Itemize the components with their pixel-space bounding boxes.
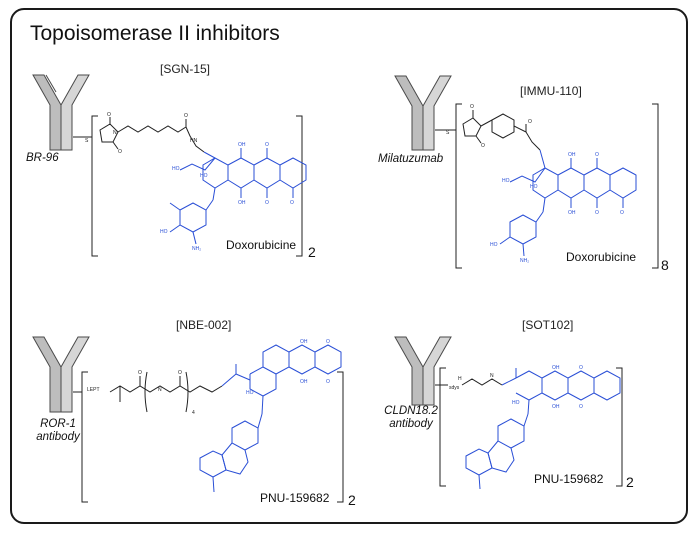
- drug-label-nbe002: PNU-159682: [260, 491, 330, 505]
- svg-text:OH: OH: [552, 365, 560, 371]
- svg-text:HN: HN: [190, 138, 198, 144]
- svg-text:OH: OH: [238, 142, 246, 148]
- antibody-label-cldn182: CLDN18.2 antibody: [384, 405, 438, 430]
- svg-text:O: O: [265, 200, 269, 206]
- pnu159682-structure: [199, 344, 342, 493]
- conjugate-code-sot102: [SOT102]: [522, 318, 574, 332]
- pnu159682-structure: [465, 368, 621, 490]
- svg-text:O: O: [620, 210, 624, 216]
- dar-subscript-immu110: 8: [661, 257, 669, 273]
- drug-label-sot102: PNU-159682: [534, 472, 604, 486]
- conjugate-code-nbe002: [NBE-002]: [176, 318, 232, 332]
- svg-text:S: S: [446, 130, 450, 136]
- svg-text:O: O: [481, 143, 485, 149]
- svg-text:N: N: [158, 387, 162, 393]
- svg-text:O: O: [326, 379, 330, 385]
- svg-text:O: O: [107, 112, 111, 118]
- svg-text:S: S: [85, 138, 89, 144]
- drug-label-immu110: Doxorubicine: [566, 250, 637, 264]
- dar-subscript-sot102: 2: [626, 474, 634, 490]
- figure-frame: [10, 8, 688, 524]
- svg-text:O: O: [290, 200, 294, 206]
- antibody-label-ror1: ROR-1 antibody: [36, 418, 80, 443]
- svg-text:NH₂: NH₂: [192, 246, 201, 252]
- svg-text:HO: HO: [160, 229, 168, 235]
- svg-text:N: N: [490, 373, 494, 379]
- svg-text:NH₂: NH₂: [520, 258, 529, 264]
- dar-subscript-nbe002: 2: [348, 492, 356, 508]
- antibody-label-br96: BR-96: [26, 152, 59, 164]
- svg-text:OH: OH: [300, 339, 308, 345]
- doxorubicin-structure: [169, 148, 307, 245]
- dar-subscript-sgn15: 2: [308, 244, 316, 260]
- svg-text:HO: HO: [490, 242, 498, 248]
- svg-text:HO: HO: [200, 173, 208, 179]
- svg-text:HO: HO: [502, 178, 510, 184]
- svg-text:HO: HO: [530, 184, 538, 190]
- svg-text:O: O: [118, 149, 122, 155]
- svg-text:O: O: [595, 152, 599, 158]
- svg-text:O: O: [326, 339, 330, 345]
- antibody-icon: [32, 74, 90, 151]
- antibody-icon: [394, 75, 452, 151]
- svg-text:O: O: [184, 113, 188, 119]
- svg-text:O: O: [579, 404, 583, 410]
- svg-text:N: N: [113, 130, 117, 136]
- svg-text:O: O: [595, 210, 599, 216]
- svg-text:LEPT: LEPT: [87, 387, 100, 393]
- antibody-icon: [32, 336, 90, 413]
- figure-title: Topoisomerase II inhibitors: [30, 22, 280, 45]
- svg-text:H: H: [458, 376, 462, 382]
- svg-text:OH: OH: [552, 404, 560, 410]
- svg-text:OH: OH: [300, 379, 308, 385]
- drug-label-sgn15: Doxorubicine: [226, 238, 297, 252]
- svg-text:4: 4: [192, 410, 195, 416]
- svg-text:HO: HO: [512, 400, 520, 406]
- svg-text:O: O: [470, 104, 474, 110]
- svg-text:HO: HO: [172, 166, 180, 172]
- svg-text:sdys: sdys: [449, 385, 460, 391]
- conjugate-code-immu110: [IMMU-110]: [520, 84, 582, 98]
- conjugate-code-sgn15: [SGN-15]: [160, 62, 211, 76]
- antibody-label-milatuzumab: Milatuzumab: [378, 153, 444, 165]
- antibody-icon: [394, 336, 452, 406]
- svg-text:OH: OH: [568, 152, 576, 158]
- svg-text:O: O: [178, 370, 182, 376]
- svg-text:O: O: [579, 365, 583, 371]
- svg-text:O: O: [528, 119, 532, 125]
- svg-text:OH: OH: [238, 200, 246, 206]
- svg-text:O: O: [138, 370, 142, 376]
- svg-text:OH: OH: [568, 210, 576, 216]
- doxorubicin-structure: [499, 149, 637, 257]
- svg-text:HO: HO: [246, 390, 254, 396]
- svg-text:O: O: [265, 142, 269, 148]
